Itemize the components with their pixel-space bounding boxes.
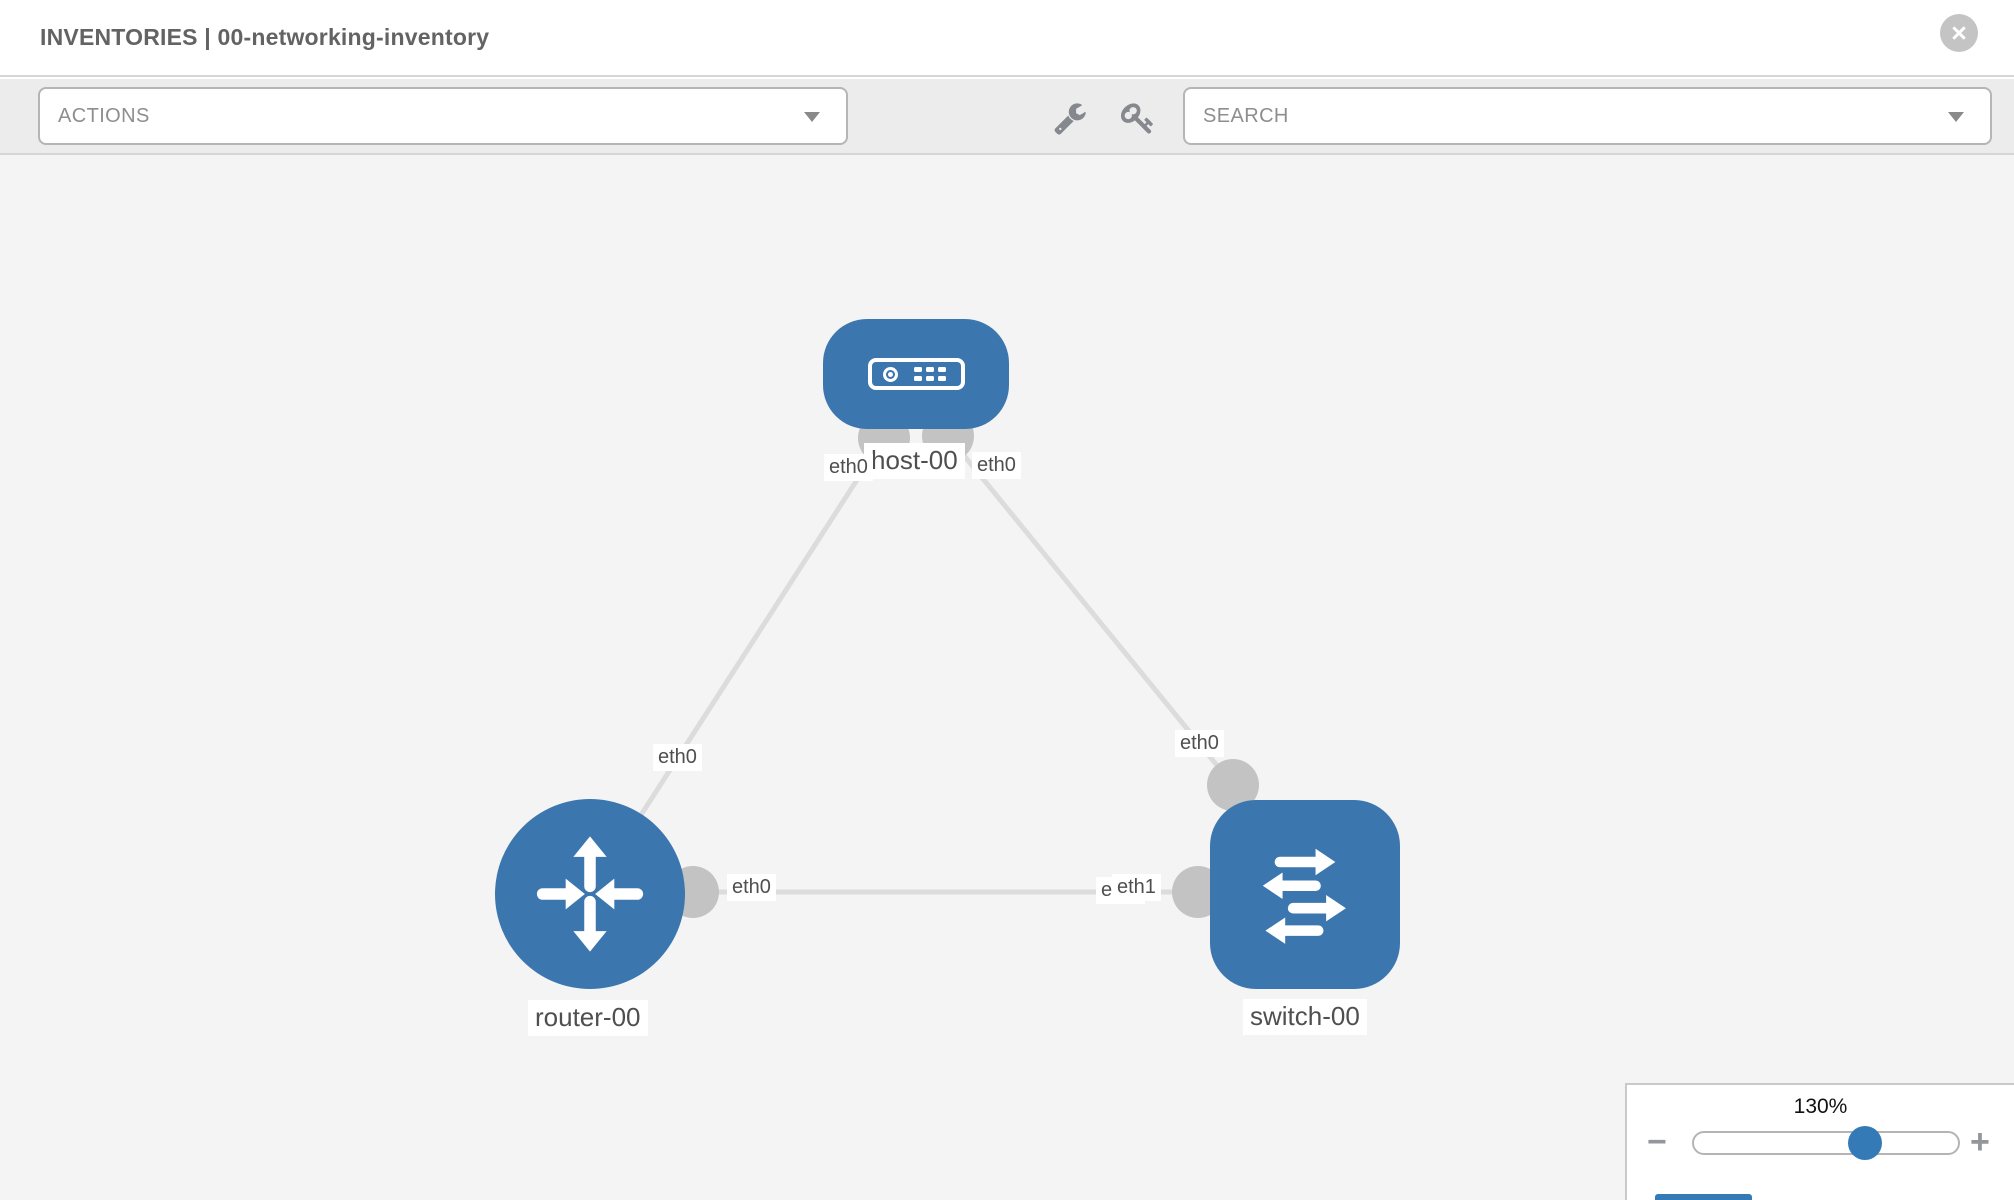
interface-label-router-top: eth0 (653, 744, 702, 771)
interface-label-host-right: eth0 (972, 452, 1021, 479)
key-icon[interactable] (1121, 101, 1155, 135)
link-host-switch[interactable] (946, 434, 1235, 787)
switch-icon (1262, 848, 1346, 944)
node-label-router[interactable]: router-00 (528, 1000, 648, 1036)
host-icon (867, 358, 965, 390)
node-switch-00[interactable] (1210, 800, 1400, 989)
search-placeholder: SEARCH (1203, 104, 1289, 127)
node-router-00[interactable] (495, 799, 685, 989)
zoom-panel: 130% − + (1625, 1083, 2014, 1200)
zoom-out-button[interactable]: − (1647, 1123, 1667, 1161)
node-label-host[interactable]: host-00 (864, 443, 965, 479)
wrench-icon[interactable] (1053, 101, 1087, 135)
search-dropdown[interactable]: SEARCH (1183, 87, 1992, 145)
actions-dropdown[interactable]: ACTIONS (38, 87, 848, 145)
close-icon[interactable]: × (1940, 14, 1978, 52)
header: INVENTORIES | 00-networking-inventory × (0, 0, 2014, 77)
page-title: INVENTORIES | 00-networking-inventory (40, 24, 490, 50)
zoom-level: 130% (1793, 1095, 1848, 1118)
topology-canvas[interactable]: host-00 router-00 switch-00 eth0 eth0 et… (0, 155, 2014, 1200)
interface-label-switch-top: eth0 (1175, 730, 1224, 757)
chevron-down-icon (1948, 112, 1964, 122)
zoom-slider-handle[interactable] (1848, 1126, 1882, 1160)
node-host-00[interactable] (823, 319, 1009, 429)
interface-label-switch-left: eth1 (1112, 874, 1161, 901)
zoom-slider-track[interactable] (1692, 1131, 1960, 1155)
links-layer (587, 434, 1235, 896)
toolbar: ACTIONS SEARCH (0, 79, 2014, 155)
interface-label-host-left: eth0 (824, 454, 873, 481)
interface-label-router-right: eth0 (727, 874, 776, 901)
chevron-down-icon (804, 112, 820, 122)
node-label-switch[interactable]: switch-00 (1243, 999, 1367, 1035)
key-button-partial[interactable] (1655, 1194, 1752, 1200)
actions-dropdown-label: ACTIONS (58, 104, 150, 127)
router-icon (536, 836, 644, 952)
zoom-in-button[interactable]: + (1970, 1123, 1990, 1161)
